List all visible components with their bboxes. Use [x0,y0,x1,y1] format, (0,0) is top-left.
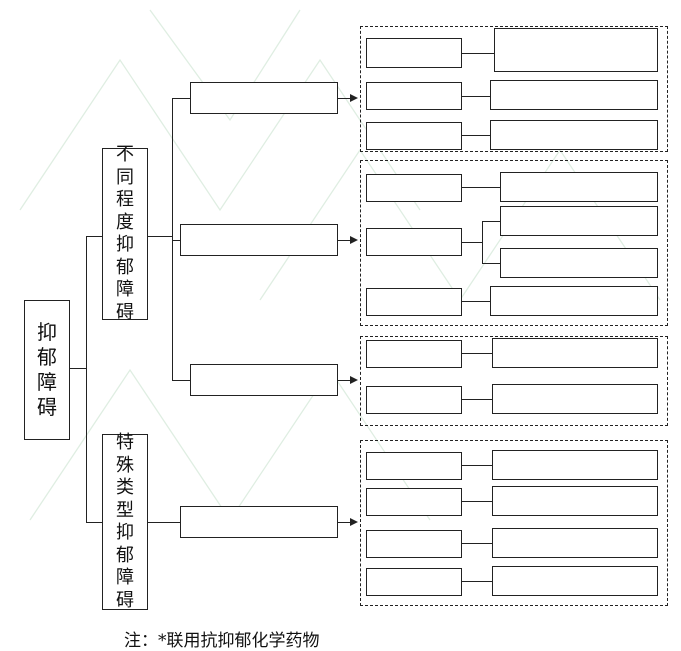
connector-line [462,242,482,243]
drug-box [490,80,658,110]
syndrome-box [366,488,462,516]
level-box [190,82,338,114]
drug-box [492,566,658,596]
footnote: 注：*联用抗抑郁化学药物 [124,631,320,651]
drug-box [494,28,658,72]
connector-line [172,240,180,241]
group-container [360,440,668,606]
drug-box [492,528,658,558]
level-box [180,506,338,538]
syndrome-box [366,38,462,68]
connector-line [338,98,356,99]
connector-line [482,221,500,222]
connector-line [462,301,490,302]
syndrome-box [366,174,462,202]
drug-box [500,172,658,202]
connector-line [338,522,356,523]
syndrome-box [366,386,462,414]
connector-line [148,236,172,237]
drug-box [500,248,658,278]
connector-line [172,380,190,381]
connector-line [482,263,500,264]
drug-box [492,450,658,480]
syndrome-box [366,530,462,558]
group-container [360,160,668,326]
connector-line [70,368,86,369]
root-box: 抑郁障碍 [24,300,70,440]
drug-box [492,338,658,368]
group-container [360,336,668,426]
connector-line [462,353,492,354]
group-container [360,26,668,152]
arrow-head [350,518,358,526]
arrow-head [350,236,358,244]
arrow-head [350,376,358,384]
connector-line [462,465,492,466]
arrow-head [350,94,358,102]
connector-line [462,581,492,582]
drug-box [500,206,658,236]
drug-box [492,486,658,516]
connector-line [462,543,492,544]
level-box [190,364,338,396]
connector-line [338,380,356,381]
branch-box-special: 特殊类型抑郁障碍 [102,432,148,611]
connector-line [462,399,492,400]
syndrome-box [366,452,462,480]
drug-box [492,384,658,414]
connector-line [338,240,356,241]
syndrome-box [366,568,462,596]
syndrome-box [366,82,462,110]
connector-line [172,98,190,99]
drug-box [490,286,658,316]
connector-line [86,522,102,523]
syndrome-box [366,340,462,368]
drug-box [490,120,658,150]
branch-box-severity: 不同程度抑郁障碍 [102,144,148,323]
connector-line [462,187,500,188]
level-box [180,224,338,256]
connector-line [86,236,102,237]
connector-line [462,96,490,97]
syndrome-box [366,288,462,316]
syndrome-box [366,122,462,150]
connector-line [482,221,483,263]
connector-line [148,522,180,523]
connector-line [86,236,87,522]
connector-line [172,98,173,380]
syndrome-box [366,228,462,256]
connector-line [462,135,490,136]
connector-line [462,501,492,502]
connector-line [462,53,494,54]
